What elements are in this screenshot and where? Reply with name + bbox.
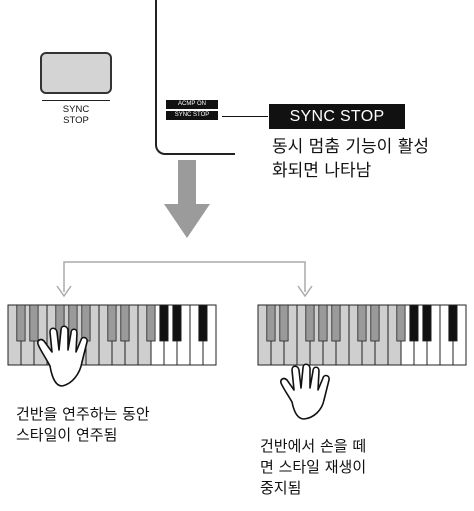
black-key: [422, 304, 432, 342]
black-key: [266, 304, 276, 342]
hand-on-keys-icon: [37, 325, 88, 387]
sync-stop-badge: SYNC STOP: [269, 104, 405, 129]
black-key: [81, 304, 91, 342]
black-key: [396, 304, 406, 342]
description-line-1: 동시 멈춤 기능이 활성: [272, 137, 429, 157]
black-key: [172, 304, 182, 342]
black-key: [279, 304, 289, 342]
sync-stop-button[interactable]: [40, 52, 112, 94]
right-caption: 건반에서 손을 떼 면 스타일 재생이 중지됨: [260, 436, 366, 499]
keyboard-left: [7, 304, 217, 366]
button-label-line-2: STOP: [63, 115, 89, 126]
black-key: [448, 304, 458, 342]
acmp-on-indicator: ACMP ON: [166, 100, 218, 109]
black-key: [318, 304, 328, 342]
left-caption: 건반을 연주하는 동안 스타일이 연주됨: [16, 404, 150, 446]
black-key: [159, 304, 169, 342]
description-line-2: 화되면 나타남: [272, 161, 372, 181]
black-key: [198, 304, 208, 342]
black-key: [370, 304, 380, 342]
black-key: [107, 304, 117, 342]
button-underline: [42, 100, 110, 101]
hand-lifted-icon: [280, 363, 330, 420]
keyboard-right: [257, 304, 467, 366]
down-arrow-icon: [164, 160, 210, 238]
black-key: [146, 304, 156, 342]
black-key: [331, 304, 341, 342]
sync-stop-indicator: SYNC STOP: [166, 111, 218, 120]
black-key: [120, 304, 130, 342]
indicator-description: 동시 멈춤 기능이 활성 화되면 나타남: [272, 135, 429, 183]
branch-connector: [56, 261, 313, 298]
black-key: [409, 304, 419, 342]
right-caption-line-2: 면 스타일 재생이: [260, 458, 367, 476]
indicator-leader-line: [222, 116, 268, 117]
button-label-line-1: SYNC: [62, 104, 90, 115]
black-key: [357, 304, 367, 342]
left-caption-line-1: 건반을 연주하는 동안: [16, 405, 150, 423]
sync-stop-button-label: SYNC STOP: [40, 104, 112, 126]
left-caption-line-2: 스타일이 연주됨: [16, 426, 118, 444]
right-caption-line-3: 중지됨: [260, 479, 302, 497]
black-key: [16, 304, 26, 342]
black-key: [29, 304, 39, 342]
lcd-display-frame: [155, 0, 235, 155]
black-key: [305, 304, 315, 342]
right-caption-line-1: 건반에서 손을 떼: [260, 437, 367, 455]
